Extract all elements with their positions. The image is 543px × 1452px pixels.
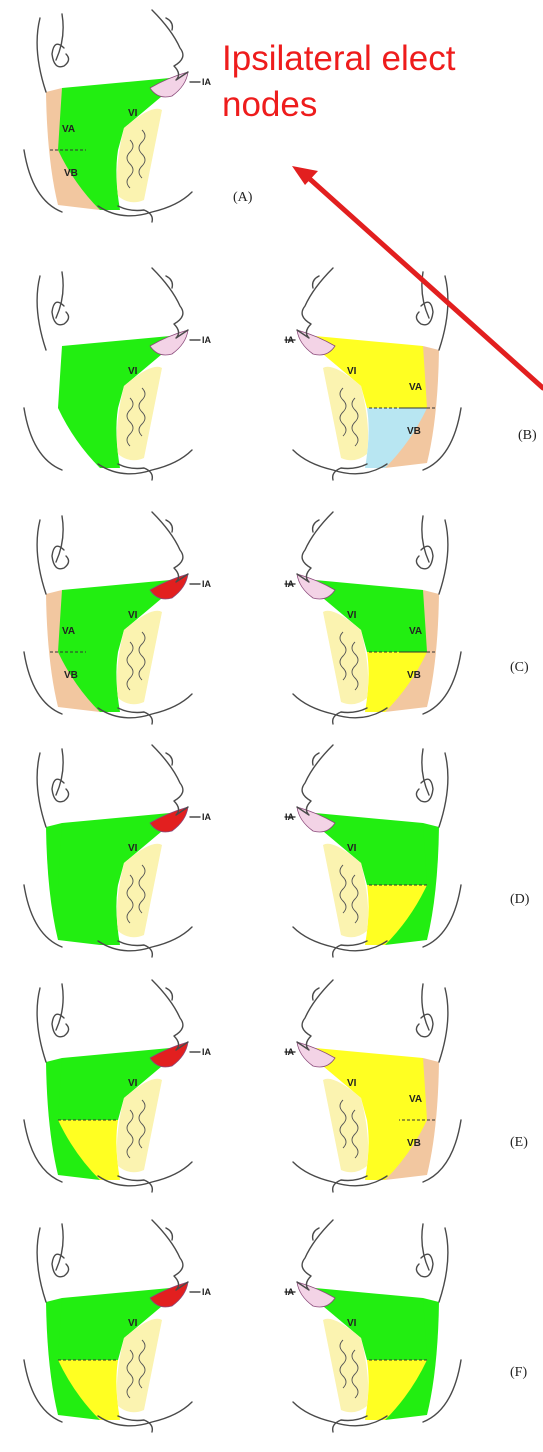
- label-vb: VB: [407, 426, 421, 437]
- label-vb: VB: [407, 1138, 421, 1149]
- label-vi: VI: [128, 843, 138, 854]
- label-ia: IA: [285, 335, 295, 345]
- label-ia: IA: [285, 812, 295, 822]
- label-va: VA: [409, 626, 422, 637]
- label-vi: VI: [128, 108, 138, 119]
- label-ia: IA: [285, 1287, 295, 1297]
- title-line-1: Ipsilateral elect: [222, 39, 455, 78]
- panel-label-d: (D): [510, 892, 529, 908]
- label-vb: VB: [64, 168, 78, 179]
- label-vb: VB: [407, 670, 421, 681]
- neck-diagram-f-left: IA VI: [2, 1210, 217, 1425]
- panel-label-b: (B): [518, 428, 537, 444]
- neck-diagram-d-left: IA VI: [2, 735, 217, 950]
- neck-diagram-d-right: IA VI: [268, 735, 483, 950]
- title-line-2: nodes: [222, 85, 317, 124]
- label-ia: IA: [202, 1287, 212, 1297]
- neck-drawing: IA VI VA VB: [24, 10, 212, 222]
- label-va: VA: [409, 382, 422, 393]
- neck-drawing: IA VI VA VB: [285, 980, 461, 1192]
- panel-label-a: (A): [233, 190, 252, 206]
- label-ia: IA: [202, 77, 212, 87]
- label-ia: IA: [202, 812, 212, 822]
- neck-diagram-f-right: IA VI: [268, 1210, 483, 1425]
- neck-diagram-b-right: IA VI VA VB: [268, 258, 483, 473]
- label-ia: IA: [202, 335, 212, 345]
- label-ia: IA: [202, 579, 212, 589]
- neck-drawing: IA VI: [24, 745, 212, 957]
- neck-diagram-c-left: IA VI VA VB: [2, 502, 217, 717]
- neck-drawing: IA VI VA VB: [285, 512, 461, 724]
- label-va: VA: [409, 1094, 422, 1105]
- panel-label-f: (F): [510, 1365, 527, 1381]
- label-vi: VI: [347, 610, 357, 621]
- panel-label-e: (E): [510, 1135, 528, 1151]
- label-vi: VI: [128, 366, 138, 377]
- neck-drawing: IA VI VA VB: [285, 268, 461, 480]
- label-vi: VI: [128, 610, 138, 621]
- neck-drawing: IA VI VA VB: [24, 512, 212, 724]
- neck-drawing: IA VI: [24, 980, 212, 1192]
- label-vi: VI: [347, 1078, 357, 1089]
- figure-title: Ipsilateral elect nodes: [222, 36, 455, 128]
- label-ia: IA: [285, 1047, 295, 1057]
- neck-drawing: IA VI: [285, 745, 461, 957]
- label-vi: VI: [347, 1318, 357, 1329]
- neck-diagram-e-right: IA VI VA VB: [268, 970, 483, 1185]
- neck-drawing: IA VI: [24, 268, 212, 480]
- neck-diagram-a-left: IA VI VA VB: [2, 0, 217, 215]
- label-ia: IA: [202, 1047, 212, 1057]
- label-vi: VI: [128, 1318, 138, 1329]
- label-vi: VI: [347, 843, 357, 854]
- neck-diagram-e-left: IA VI: [2, 970, 217, 1185]
- label-va: VA: [62, 124, 75, 135]
- neck-diagram-b-left: IA VI: [2, 258, 217, 473]
- pointer-arrow-head: [292, 166, 318, 185]
- neck-drawing: IA VI: [24, 1220, 212, 1432]
- neck-drawing: IA VI: [285, 1220, 461, 1432]
- label-va: VA: [62, 626, 75, 637]
- lower-neck-region: [58, 408, 120, 468]
- label-vb: VB: [64, 670, 78, 681]
- label-ia: IA: [285, 579, 295, 589]
- label-vi: VI: [128, 1078, 138, 1089]
- neck-diagram-c-right: IA VI VA VB: [268, 502, 483, 717]
- panel-label-c: (C): [510, 660, 529, 676]
- label-vi: VI: [347, 366, 357, 377]
